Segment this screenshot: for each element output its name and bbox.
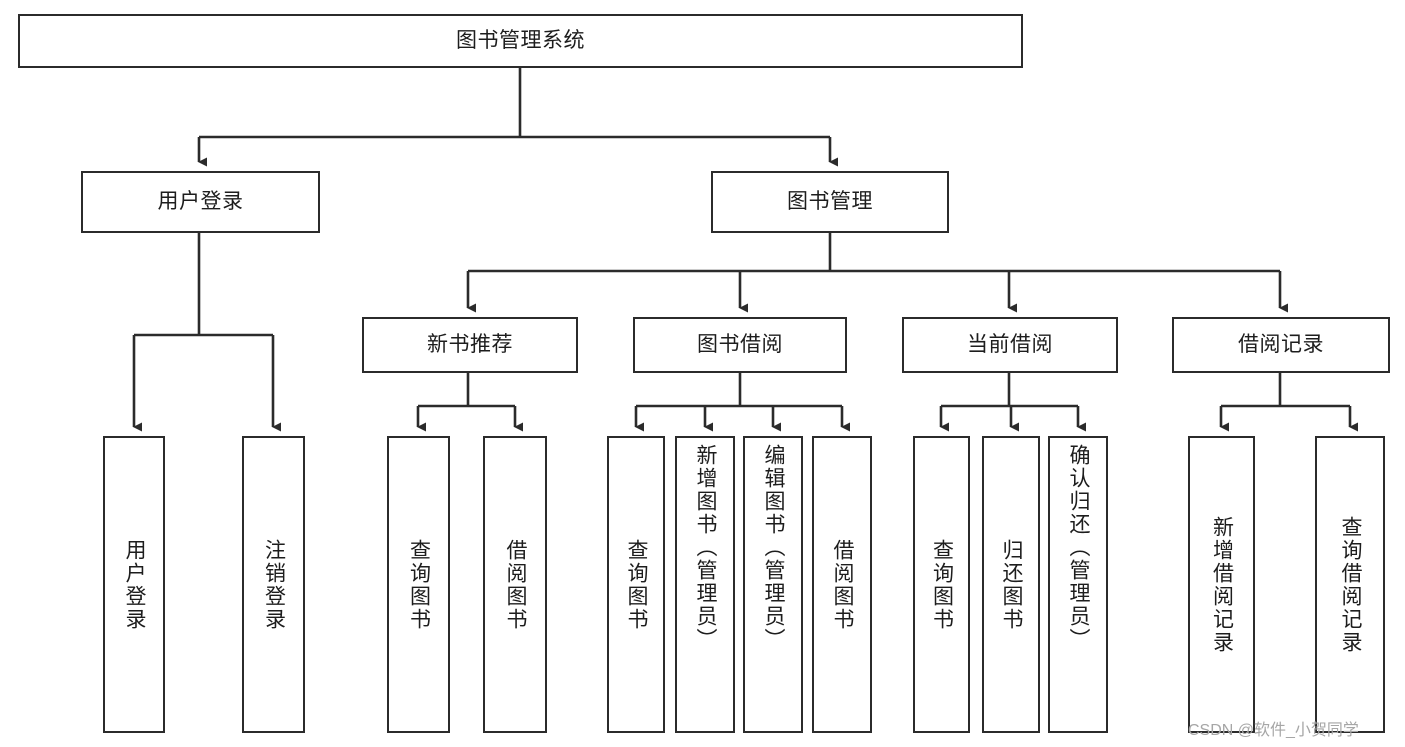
- leaf-confirm-return-admin-label: 确认归还（管理员）: [1067, 444, 1091, 651]
- leaf-user-logout[interactable]: 注销登录: [242, 436, 305, 733]
- leaf-query-book-2-label: 查询图书: [625, 538, 649, 631]
- leaf-borrow-book-2-label: 借阅图书: [831, 538, 855, 631]
- leaf-confirm-return-admin[interactable]: 确认归还（管理员）: [1048, 436, 1108, 733]
- leaf-edit-book-admin-label: 编辑图书（管理员）: [762, 444, 786, 651]
- leaf-query-book-1[interactable]: 查询图书: [387, 436, 450, 733]
- leaf-add-book-admin-label: 新增图书（管理员）: [694, 444, 718, 651]
- leaf-add-borrow-record-label: 新增借阅记录: [1210, 515, 1234, 654]
- leaf-user-login-label: 用户登录: [123, 538, 147, 631]
- leaf-return-book-label: 归还图书: [1000, 538, 1024, 631]
- leaf-query-borrow-record[interactable]: 查询借阅记录: [1315, 436, 1385, 733]
- node-book-borrow-label: 图书借阅: [697, 332, 783, 356]
- leaf-add-book-admin[interactable]: 新增图书（管理员）: [675, 436, 735, 733]
- leaf-query-book-1-label: 查询图书: [407, 538, 431, 631]
- leaf-user-logout-label: 注销登录: [262, 538, 286, 631]
- leaf-add-borrow-record[interactable]: 新增借阅记录: [1188, 436, 1255, 733]
- leaf-query-borrow-record-label: 查询借阅记录: [1339, 515, 1363, 654]
- leaf-return-book[interactable]: 归还图书: [982, 436, 1040, 733]
- watermark-text: CSDN @软件_小贺同学: [1188, 722, 1359, 739]
- node-new-book-rec[interactable]: 新书推荐: [362, 317, 578, 373]
- node-user-login-label: 用户登录: [157, 189, 244, 213]
- leaf-edit-book-admin[interactable]: 编辑图书（管理员）: [743, 436, 803, 733]
- node-user-login[interactable]: 用户登录: [81, 171, 320, 233]
- node-borrow-record-label: 借阅记录: [1238, 332, 1324, 356]
- node-current-borrow-label: 当前借阅: [967, 332, 1053, 356]
- node-borrow-record[interactable]: 借阅记录: [1172, 317, 1390, 373]
- node-book-manage-label: 图书管理: [787, 189, 873, 213]
- leaf-query-book-2[interactable]: 查询图书: [607, 436, 665, 733]
- node-new-book-rec-label: 新书推荐: [427, 332, 513, 356]
- node-book-manage[interactable]: 图书管理: [711, 171, 949, 233]
- leaf-query-book-3-label: 查询图书: [930, 538, 954, 631]
- leaf-borrow-book-1[interactable]: 借阅图书: [483, 436, 547, 733]
- node-current-borrow[interactable]: 当前借阅: [902, 317, 1118, 373]
- node-root[interactable]: 图书管理系统: [18, 14, 1023, 68]
- node-root-label: 图书管理系统: [456, 28, 585, 52]
- leaf-query-book-3[interactable]: 查询图书: [913, 436, 970, 733]
- leaf-borrow-book-1-label: 借阅图书: [504, 538, 528, 631]
- leaf-borrow-book-2[interactable]: 借阅图书: [812, 436, 872, 733]
- leaf-user-login[interactable]: 用户登录: [103, 436, 165, 733]
- node-book-borrow[interactable]: 图书借阅: [633, 317, 847, 373]
